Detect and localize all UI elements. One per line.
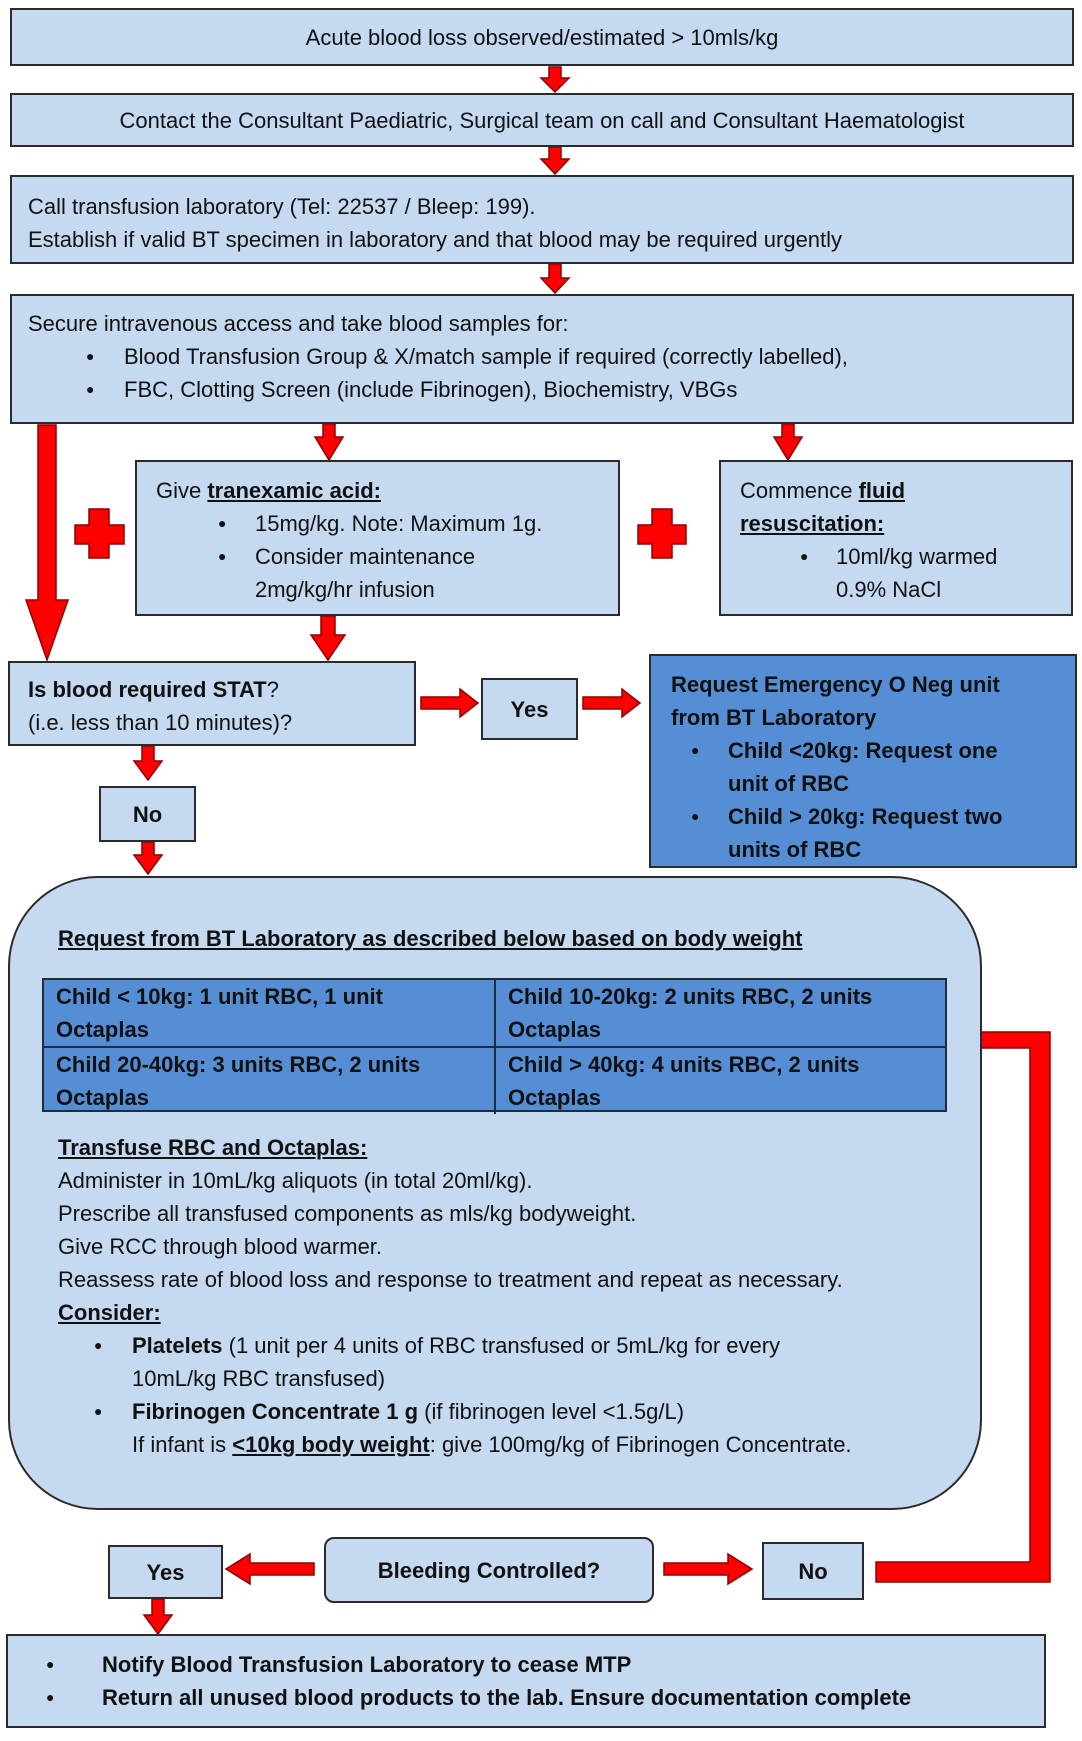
stat-no-label: No bbox=[132, 801, 163, 827]
bleeding-controlled-label: Bleeding Controlled? bbox=[377, 1557, 601, 1583]
stat-question-line1: Is blood required STAT? bbox=[28, 677, 279, 702]
stat-yes-label: Yes bbox=[510, 696, 549, 722]
fluid-heading-line1: Commence fluid bbox=[740, 478, 906, 503]
down-arrow-icon bbox=[539, 263, 571, 295]
stat-yes-box: Yes bbox=[481, 678, 578, 740]
right-arrow-icon bbox=[582, 687, 642, 719]
transfuse-heading: Transfuse RBC and Octaplas: bbox=[58, 1135, 368, 1160]
step-blood-loss-box: Acute blood loss observed/estimated > 10… bbox=[10, 8, 1074, 66]
right-arrow-icon bbox=[663, 1552, 754, 1586]
stat-no-box: No bbox=[99, 786, 196, 842]
stat-question-box: Is blood required STAT? (i.e. less than … bbox=[8, 661, 416, 746]
emergency-line2: from BT Laboratory bbox=[671, 705, 877, 730]
step-iv-access-intro: Secure intravenous access and take blood… bbox=[28, 311, 569, 336]
stat-question-line2: (i.e. less than 10 minutes)? bbox=[28, 710, 293, 735]
down-arrow-icon bbox=[539, 66, 571, 94]
step-call-lab-line2: Establish if valid BT specimen in labora… bbox=[28, 227, 843, 252]
controlled-yes-box: Yes bbox=[108, 1545, 223, 1599]
consider-item-fibrinogen: Fibrinogen Concentrate 1 g (if fibrinoge… bbox=[58, 1395, 852, 1461]
transfuse-line: Administer in 10mL/kg aliquots (in total… bbox=[58, 1168, 533, 1193]
bt-request-panel: Request from BT Laboratory as described … bbox=[8, 876, 982, 1510]
txa-item: 15mg/kg. Note: Maximum 1g. bbox=[156, 507, 618, 540]
red-cross-icon bbox=[74, 508, 125, 559]
fluid-resuscitation-box: Commence fluid resuscitation: 10ml/kg wa… bbox=[719, 460, 1073, 616]
controlled-yes-label: Yes bbox=[146, 1559, 185, 1585]
final-item: Notify Blood Transfusion Laboratory to c… bbox=[8, 1648, 1044, 1681]
step-iv-access-box: Secure intravenous access and take blood… bbox=[10, 294, 1074, 424]
consider-item-platelets: Platelets (1 unit per 4 units of RBC tra… bbox=[58, 1329, 852, 1395]
transfuse-line: Reassess rate of blood loss and response… bbox=[58, 1267, 843, 1292]
emergency-o-neg-box: Request Emergency O Neg unit from BT Lab… bbox=[649, 654, 1077, 868]
down-arrow-icon bbox=[132, 745, 164, 782]
down-arrow-icon bbox=[132, 841, 164, 876]
down-arrow-icon bbox=[772, 423, 804, 462]
transfuse-line: Give RCC through blood warmer. bbox=[58, 1234, 383, 1259]
left-arrow-icon bbox=[224, 1552, 315, 1586]
consider-list: Platelets (1 unit per 4 units of RBC tra… bbox=[58, 1329, 852, 1461]
step-call-lab-line1: Call transfusion laboratory (Tel: 22537 … bbox=[28, 194, 536, 219]
bt-request-heading: Request from BT Laboratory as described … bbox=[58, 926, 803, 951]
txa-heading: Give tranexamic acid: bbox=[156, 478, 381, 503]
cease-mtp-box: Notify Blood Transfusion Laboratory to c… bbox=[6, 1634, 1046, 1728]
sample-item: FBC, Clotting Screen (include Fibrinogen… bbox=[28, 373, 1072, 406]
step-contact-box: Contact the Consultant Paediatric, Surgi… bbox=[10, 93, 1074, 147]
down-arrow-icon bbox=[313, 423, 345, 462]
step-contact-text: Contact the Consultant Paediatric, Surgi… bbox=[119, 107, 965, 133]
step-call-lab-box: Call transfusion laboratory (Tel: 22537 … bbox=[10, 175, 1074, 264]
sample-list: Blood Transfusion Group & X/match sample… bbox=[28, 340, 1072, 406]
controlled-no-label: No bbox=[798, 1558, 828, 1584]
final-item: Return all unused blood products to the … bbox=[8, 1681, 1044, 1714]
right-arrow-icon bbox=[420, 687, 480, 719]
transfuse-line: Prescribe all transfused components as m… bbox=[58, 1201, 637, 1226]
bleeding-controlled-box: Bleeding Controlled? bbox=[324, 1537, 654, 1603]
red-cross-icon bbox=[637, 508, 687, 559]
down-arrow-icon bbox=[142, 1598, 174, 1636]
tranexamic-acid-box: Give tranexamic acid: 15mg/kg. Note: Max… bbox=[135, 460, 620, 616]
controlled-no-box: No bbox=[762, 1542, 864, 1600]
step-blood-loss-text: Acute blood loss observed/estimated > 10… bbox=[305, 24, 779, 50]
final-list: Notify Blood Transfusion Laboratory to c… bbox=[8, 1648, 1044, 1714]
sample-item: Blood Transfusion Group & X/match sample… bbox=[28, 340, 1072, 373]
down-arrow-icon bbox=[24, 424, 70, 663]
transfuse-section: Transfuse RBC and Octaplas: Administer i… bbox=[58, 1131, 852, 1461]
emergency-line1: Request Emergency O Neg unit bbox=[671, 672, 1000, 697]
down-arrow-icon bbox=[539, 146, 571, 176]
fluid-heading-line2: resuscitation: bbox=[740, 511, 885, 536]
txa-list: 15mg/kg. Note: Maximum 1g. Consider main… bbox=[156, 507, 618, 606]
down-arrow-icon bbox=[309, 615, 347, 662]
consider-heading: Consider: bbox=[58, 1300, 161, 1325]
